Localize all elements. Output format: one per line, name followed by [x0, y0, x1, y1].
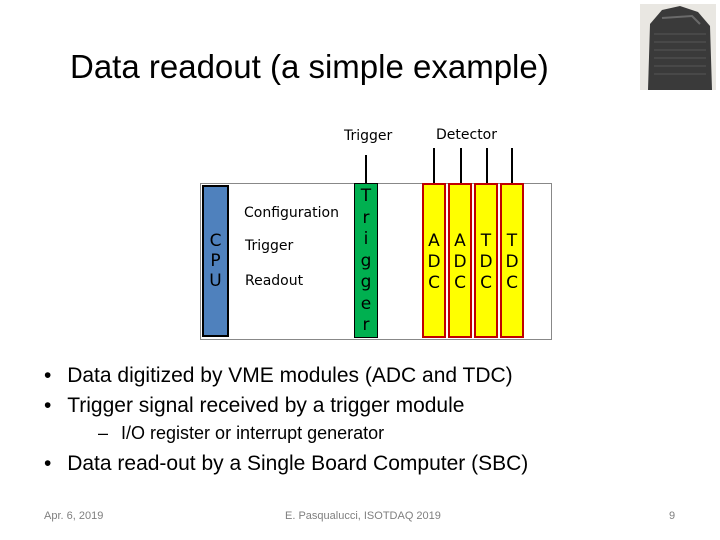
adc-module: A D C — [422, 183, 446, 338]
subbullet-text: I/O register or interrupt generator — [121, 423, 385, 443]
module-letter: D — [479, 252, 493, 272]
module-letter: A — [454, 231, 466, 251]
readout-label: Readout — [245, 273, 304, 289]
module-letter: C — [454, 273, 466, 293]
bullet-item: • Data digitized by VME modules (ADC and… — [44, 364, 513, 388]
bullet-text: Data read-out by a Single Board Computer… — [67, 452, 529, 475]
trigger-letter: i — [363, 229, 369, 249]
bullet-item: • Trigger signal received by a trigger m… — [44, 394, 464, 418]
tdc-module: T D C — [500, 183, 524, 338]
tdc-module: T D C — [474, 183, 498, 338]
footer-page-number: 9 — [669, 510, 676, 522]
cpu-letter: U — [209, 271, 222, 291]
module-letter: D — [453, 252, 467, 272]
detector-heading: Detector — [436, 127, 498, 143]
rosetta-stone-image — [640, 4, 716, 90]
trigger-row-label: Trigger — [245, 238, 294, 254]
bullet-dot: • — [44, 394, 52, 417]
footer-date: Apr. 6, 2019 — [44, 510, 104, 522]
module-letter: D — [505, 252, 519, 272]
bullet-item: • Data read-out by a Single Board Comput… — [44, 452, 528, 476]
trigger-module: T r i g g e r — [354, 183, 378, 338]
module-letter: C — [428, 273, 440, 293]
cpu-letter: P — [210, 251, 221, 271]
bullet-dot: • — [44, 364, 52, 387]
bullet-text: Trigger signal received by a trigger mod… — [67, 394, 465, 417]
module-letter: T — [480, 231, 492, 251]
trigger-letter: g — [360, 250, 372, 271]
adc-module: A D C — [448, 183, 472, 338]
bullet-text: Data digitized by VME modules (ADC and T… — [67, 364, 513, 387]
module-letter: A — [428, 231, 440, 251]
cpu-letter: C — [209, 231, 222, 251]
subbullet-dash: – — [98, 423, 109, 443]
trigger-letter: r — [362, 207, 370, 228]
module-letter: C — [480, 273, 492, 293]
subbullet-item: – I/O register or interrupt generator — [98, 423, 384, 444]
cpu-module: C P U — [202, 185, 229, 337]
footer-author: E. Pasqualucci, ISOTDAQ 2019 — [285, 510, 441, 522]
trigger-heading: Trigger — [344, 128, 393, 144]
bullet-dot: • — [44, 452, 52, 475]
configuration-label: Configuration — [244, 205, 339, 221]
module-letter: T — [506, 231, 518, 251]
module-letter: C — [506, 273, 518, 293]
trigger-letter: e — [360, 293, 372, 314]
trigger-letter: r — [362, 315, 370, 335]
trigger-letter: g — [360, 272, 372, 292]
slide-title: Data readout (a simple example) — [70, 48, 549, 85]
trigger-letter: T — [360, 186, 372, 206]
module-letter: D — [427, 252, 441, 272]
